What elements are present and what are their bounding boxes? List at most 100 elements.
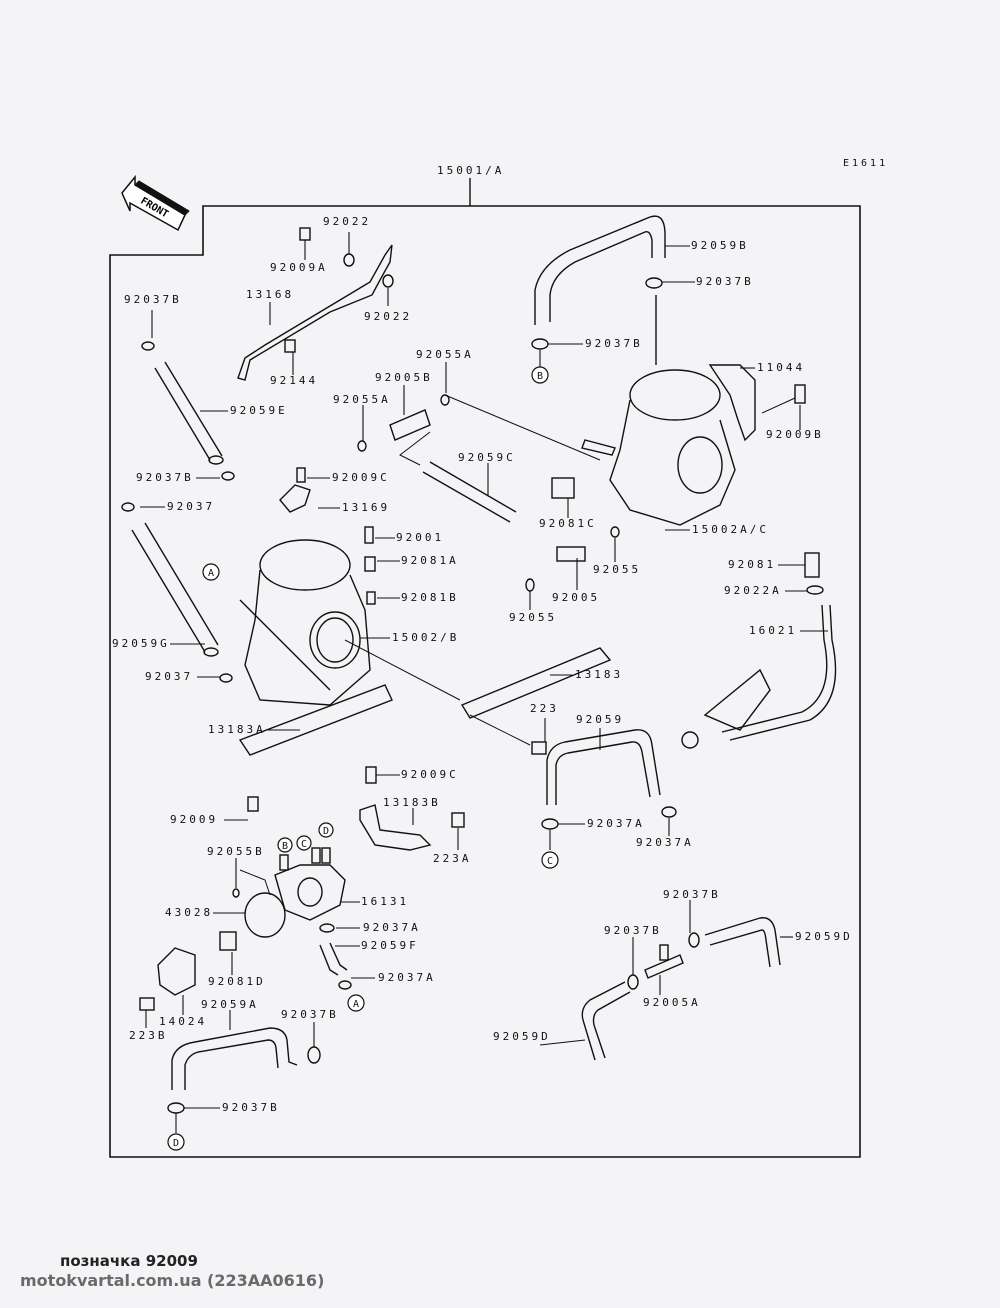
spring-92081C bbox=[551, 477, 575, 499]
clamp-92037A-2 bbox=[661, 806, 677, 818]
part-label: 13169 bbox=[342, 501, 391, 514]
part-label: 92022 bbox=[323, 215, 372, 228]
valve-16131 bbox=[274, 847, 346, 921]
diaphragm-43028 bbox=[244, 892, 286, 938]
marker-B-1-text: B bbox=[537, 371, 543, 382]
spring-92081D bbox=[219, 931, 237, 951]
part-label: 92009B bbox=[766, 428, 824, 441]
marker-D-2-text: D bbox=[173, 1138, 179, 1149]
part-label: 92037B bbox=[663, 888, 721, 901]
part-label: 16021 bbox=[749, 624, 798, 637]
part-label: 92059G bbox=[112, 637, 170, 650]
clamp-92037B-4 bbox=[531, 338, 549, 350]
part-label: 92001 bbox=[396, 531, 445, 544]
marker-A-1 bbox=[202, 563, 220, 581]
part-label: 92059B bbox=[691, 239, 749, 252]
part-label: 92009C bbox=[401, 768, 459, 781]
part-label: 13183B bbox=[383, 796, 441, 809]
part-label: 92059 bbox=[576, 713, 625, 726]
part-label: 92037A bbox=[378, 971, 436, 984]
marker-A-2-text: A bbox=[353, 999, 359, 1010]
part-label: 223B bbox=[129, 1029, 168, 1042]
clamp-92037B-6 bbox=[167, 1102, 185, 1114]
part-label: 92037 bbox=[145, 670, 194, 683]
oring-92055-2 bbox=[525, 578, 535, 592]
clamp-92037-2 bbox=[219, 673, 233, 683]
marker-A-1-text: A bbox=[208, 568, 214, 579]
part-label: 92059E bbox=[230, 404, 288, 417]
part-label: 92055B bbox=[207, 845, 265, 858]
marker-C-2 bbox=[541, 851, 559, 869]
part-label: 92005A bbox=[643, 996, 701, 1009]
jet-92005 bbox=[556, 546, 586, 562]
part-label: 92022A bbox=[724, 584, 782, 597]
marker-A-2 bbox=[347, 994, 365, 1012]
part-label: 92037B bbox=[124, 293, 182, 306]
bracket-13183B bbox=[359, 804, 432, 851]
bracket-13169 bbox=[279, 484, 311, 513]
screw-223A bbox=[451, 812, 465, 828]
part-label: 92059C bbox=[458, 451, 516, 464]
part-label: 92037B bbox=[281, 1008, 339, 1021]
part-label: 92059D bbox=[493, 1030, 551, 1043]
washer-92022A bbox=[806, 585, 824, 595]
part-label: 92022 bbox=[364, 310, 413, 323]
hose-92059E bbox=[154, 361, 223, 461]
part-label: 92009 bbox=[170, 813, 219, 826]
screw-223 bbox=[531, 741, 547, 755]
front-direction-arrow: FRONT bbox=[121, 175, 190, 232]
screw-92009C-2 bbox=[365, 766, 377, 784]
clamp-92037A-1 bbox=[541, 818, 559, 830]
part-label: 92059D bbox=[795, 930, 853, 943]
part-label: 13183 bbox=[575, 668, 624, 681]
part-label: 92037A bbox=[587, 817, 645, 830]
part-label: 92055 bbox=[593, 563, 642, 576]
part-label: 92055A bbox=[416, 348, 474, 361]
clamp-92037 bbox=[121, 502, 135, 512]
clamp-92037B-3 bbox=[645, 277, 663, 289]
part-label: 92059F bbox=[361, 939, 419, 952]
hose-92059F bbox=[319, 942, 348, 976]
clamp-92037B-7 bbox=[688, 932, 700, 948]
hose-92059G bbox=[131, 522, 219, 653]
part-label: 92059A bbox=[201, 998, 259, 1011]
caption-source: motokvartal.com.ua (223AA0616) bbox=[20, 1271, 325, 1290]
part-label: 92081 bbox=[728, 558, 777, 571]
part-label: 11044 bbox=[757, 361, 806, 374]
part-label: 92081D bbox=[208, 975, 266, 988]
spring-92081 bbox=[804, 552, 820, 578]
part-label: 92037B bbox=[222, 1101, 280, 1114]
clamp-92037A-4 bbox=[338, 980, 352, 990]
hose-92059A bbox=[171, 1027, 298, 1090]
part-label: 92081A bbox=[401, 554, 459, 567]
part-label: 92005 bbox=[552, 591, 601, 604]
drawing-code: E1611 bbox=[843, 158, 889, 169]
assembly-label: 15001/A bbox=[437, 164, 505, 177]
part-label: 92144 bbox=[270, 374, 319, 387]
part-label: 92037A bbox=[363, 921, 421, 934]
marker-D-1-text: D bbox=[323, 826, 329, 837]
part-label: 92081B bbox=[401, 591, 459, 604]
clamp-92037B-5 bbox=[307, 1046, 321, 1064]
part-label: 92037B bbox=[604, 924, 662, 937]
part-label: 15002/B bbox=[392, 631, 460, 644]
clamp-92037A-3 bbox=[319, 923, 335, 933]
washer-92022-bot bbox=[382, 274, 394, 288]
part-label: 43028 bbox=[165, 906, 214, 919]
bracket-13168 bbox=[237, 244, 393, 381]
clamp-92037B-8 bbox=[627, 974, 639, 990]
caption-part-ref: позначка 92009 bbox=[60, 1252, 198, 1270]
marker-C-2-text: C bbox=[547, 856, 553, 867]
hose-92059D-1 bbox=[704, 917, 781, 968]
part-label: 223A bbox=[433, 852, 472, 865]
oring-92055B bbox=[232, 888, 240, 898]
part-label: 92009C bbox=[332, 471, 390, 484]
joint-92005A bbox=[644, 954, 684, 979]
marker-D-2 bbox=[167, 1133, 185, 1151]
marker-C-1-text: C bbox=[301, 839, 307, 850]
marker-B-2-text: B bbox=[282, 841, 288, 852]
part-label: 92037B bbox=[696, 275, 754, 288]
marker-D-1 bbox=[318, 822, 334, 838]
washer-92022-top bbox=[343, 253, 355, 267]
